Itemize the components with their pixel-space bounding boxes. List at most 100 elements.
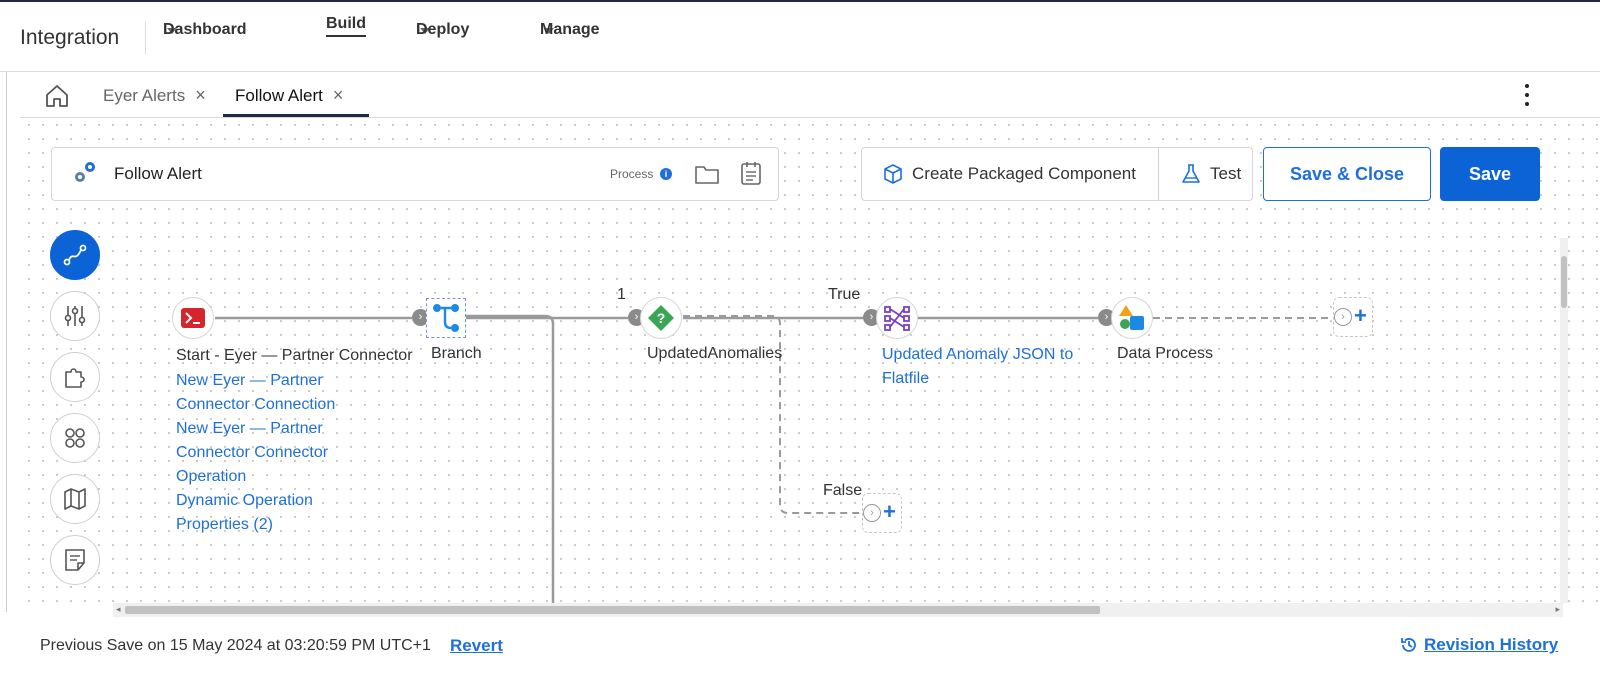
data-process-shape[interactable] <box>1111 297 1153 339</box>
scroll-right-icon[interactable]: ▸ <box>1555 604 1560 614</box>
palette-extensions[interactable] <box>50 352 100 402</box>
brand-label: Integration <box>20 26 120 49</box>
add-shape-button[interactable]: › + <box>1333 297 1373 337</box>
notes-clipboard-icon[interactable] <box>740 160 762 186</box>
shapes-icon <box>65 428 85 448</box>
tab-home[interactable] <box>42 81 72 111</box>
connector-arrow: › <box>1334 308 1352 326</box>
tab-label: Follow Alert <box>235 85 323 105</box>
package-icon <box>884 164 902 184</box>
scrollbar-thumb[interactable] <box>1561 256 1567 308</box>
process-gears-icon <box>75 162 95 182</box>
decision-diamond-icon: ? <box>648 305 674 331</box>
tab-eyer-alerts[interactable]: Eyer Alerts × <box>103 85 206 106</box>
close-icon[interactable]: × <box>195 85 206 105</box>
process-header: Follow Alert Process i <box>51 147 779 201</box>
link-line: Dynamic Operation <box>176 492 313 509</box>
vertical-scrollbar[interactable] <box>1560 238 1568 603</box>
branch-shape[interactable] <box>426 298 466 338</box>
decision-true-label: True <box>828 286 861 303</box>
svg-text:?: ? <box>657 310 666 326</box>
link-line: Connector Connector <box>176 444 329 461</box>
settings-sliders-icon <box>64 306 86 326</box>
terminal-connector-icon <box>181 308 205 328</box>
create-packaged-component-button[interactable]: Create Packaged Component <box>882 163 1136 185</box>
history-icon <box>1401 638 1416 652</box>
button-separator <box>1158 148 1159 200</box>
nav-deploy-label: Deploy <box>416 21 470 38</box>
scrollbar-thumb[interactable] <box>125 606 1100 614</box>
plus-icon: + <box>1354 303 1367 328</box>
palette-map[interactable] <box>50 474 100 524</box>
data-map-icon <box>884 306 910 331</box>
map-shape[interactable] <box>876 297 918 339</box>
connector-arrow: › <box>863 504 881 522</box>
nav-manage[interactable]: Manage <box>540 21 600 38</box>
palette-notes[interactable] <box>50 535 100 585</box>
link-line: New Eyer — Partner <box>176 420 323 437</box>
start-shape-label: Start - Eyer — Partner Connector <box>176 347 413 364</box>
branch-label: Branch <box>431 345 482 362</box>
puzzle-icon <box>65 368 85 388</box>
left-rule <box>6 72 7 612</box>
palette-settings[interactable] <box>50 291 100 341</box>
start-operation-link[interactable]: New Eyer — Partner Connector Connector O… <box>176 417 328 489</box>
nav-manage-label: Manage <box>540 21 600 38</box>
notes-icon <box>65 549 85 571</box>
top-navigation-bar: Integration Dashboard Build Deploy Manag… <box>0 0 1600 72</box>
process-type-label: Process <box>610 167 654 181</box>
palette-shapes[interactable] <box>50 413 100 463</box>
decision-false-label: False <box>823 482 863 499</box>
dynamic-operation-properties-link[interactable]: Dynamic Operation Properties (2) <box>176 489 313 537</box>
flask-icon <box>1182 164 1200 183</box>
branch-icon <box>433 304 459 332</box>
map-link[interactable]: Updated Anomaly JSON to Flatfile <box>882 343 1073 391</box>
revision-history-label: Revision History <box>1424 635 1559 654</box>
branch-path-number: 1 <box>617 286 626 303</box>
nav-divider <box>145 22 146 54</box>
link-line: Updated Anomaly JSON to <box>882 346 1074 363</box>
link-line: Connector Connection <box>176 396 336 413</box>
tab-bar: Eyer Alerts × Follow Alert × <box>20 73 1600 118</box>
start-shape[interactable] <box>172 297 214 339</box>
save-button[interactable]: Save <box>1440 147 1540 201</box>
folder-icon[interactable] <box>694 163 720 185</box>
plus-icon: + <box>883 499 896 524</box>
action-group: Create Packaged Component Test <box>861 147 1253 201</box>
create-packaged-label: Create Packaged Component <box>912 164 1136 183</box>
nav-build-label: Build <box>326 15 366 37</box>
connector-icon <box>63 244 87 266</box>
data-process-label: Data Process <box>1117 345 1214 362</box>
nav-deploy[interactable]: Deploy <box>416 21 469 38</box>
revert-link[interactable]: Revert <box>450 636 503 655</box>
close-icon[interactable]: × <box>332 85 344 105</box>
active-tab-indicator <box>223 114 369 117</box>
connector-arrow[interactable]: › <box>863 309 880 326</box>
tab-follow-alert[interactable]: Follow Alert × <box>235 85 343 106</box>
nav-dashboard[interactable]: Dashboard <box>163 21 247 38</box>
test-button[interactable]: Test <box>1180 163 1241 185</box>
connector-arrow[interactable]: › <box>1098 309 1115 326</box>
decision-shape[interactable]: ? <box>640 297 682 339</box>
nav-dashboard-label: Dashboard <box>163 21 247 38</box>
previous-save-text: Previous Save on 15 May 2024 at 03:20:59… <box>40 637 431 654</box>
horizontal-scrollbar[interactable]: ◂ ▸ <box>113 603 1563 617</box>
decision-label: UpdatedAnomalies <box>647 345 783 362</box>
info-icon[interactable]: i <box>660 168 672 180</box>
test-label: Test <box>1210 164 1242 183</box>
footer-bar: Previous Save on 15 May 2024 at 03:20:59… <box>0 620 1600 679</box>
revision-history-link[interactable]: Revision History <box>1400 635 1558 655</box>
start-connection-link[interactable]: New Eyer — Partner Connector Connection <box>176 369 335 417</box>
palette-connector[interactable] <box>50 230 100 280</box>
add-false-branch-button[interactable]: › + <box>862 493 902 533</box>
more-options-icon[interactable] <box>1520 81 1534 111</box>
map-icon <box>64 488 86 510</box>
chevron-down-icon <box>544 28 554 34</box>
scroll-left-icon[interactable]: ◂ <box>116 604 121 614</box>
tab-label: Eyer Alerts <box>103 85 186 105</box>
home-icon <box>46 85 68 107</box>
data-process-icon <box>1119 305 1144 330</box>
connector-arrow[interactable]: › <box>412 309 429 326</box>
save-and-close-button[interactable]: Save & Close <box>1263 147 1431 201</box>
chevron-down-icon <box>167 28 177 34</box>
